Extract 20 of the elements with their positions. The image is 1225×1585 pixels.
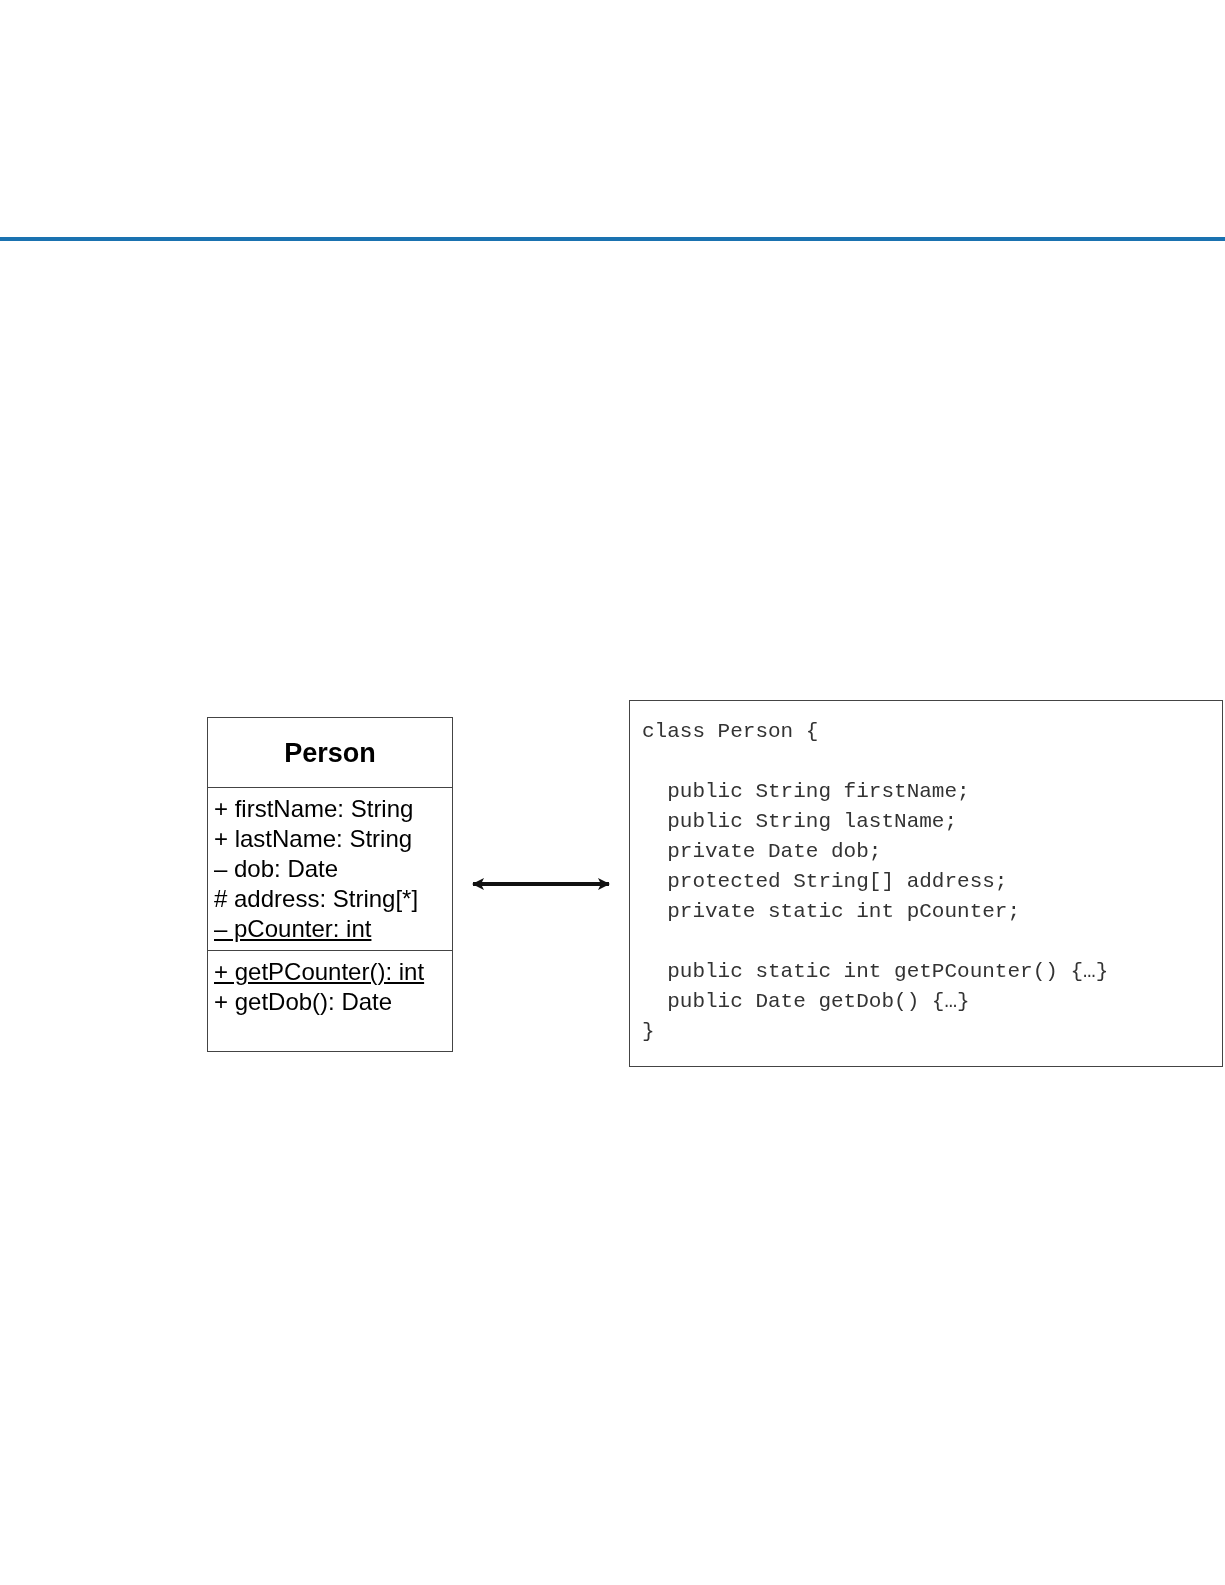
attribute-text: – pCounter: int <box>214 914 372 944</box>
attribute-text: – dob: Date <box>214 854 339 884</box>
attribute-text: + lastName: String <box>214 824 413 854</box>
code-line: public Date getDob() {…} <box>667 989 970 1015</box>
class-box <box>207 717 453 1052</box>
code-line: private Date dob; <box>667 839 882 865</box>
code-line: class Person { <box>642 719 819 745</box>
code-box <box>629 700 1223 1067</box>
code-line: private static int pCounter; <box>667 899 1021 925</box>
method-text: + getPCounter(): int <box>214 957 425 987</box>
code-line: protected String[] address; <box>667 869 1008 895</box>
code-line: } <box>642 1019 655 1045</box>
attribute-text: + firstName: String <box>214 794 414 824</box>
double-headed-arrow <box>472 878 610 890</box>
attribute-text: # address: String[*] <box>214 884 419 914</box>
method-text: + getDob(): Date <box>214 987 393 1017</box>
code-line: public String lastName; <box>667 809 958 835</box>
class-name: Person <box>208 718 452 788</box>
code-line: public static int getPCounter() {…} <box>667 959 1109 985</box>
code-line: public String firstName; <box>667 779 970 805</box>
